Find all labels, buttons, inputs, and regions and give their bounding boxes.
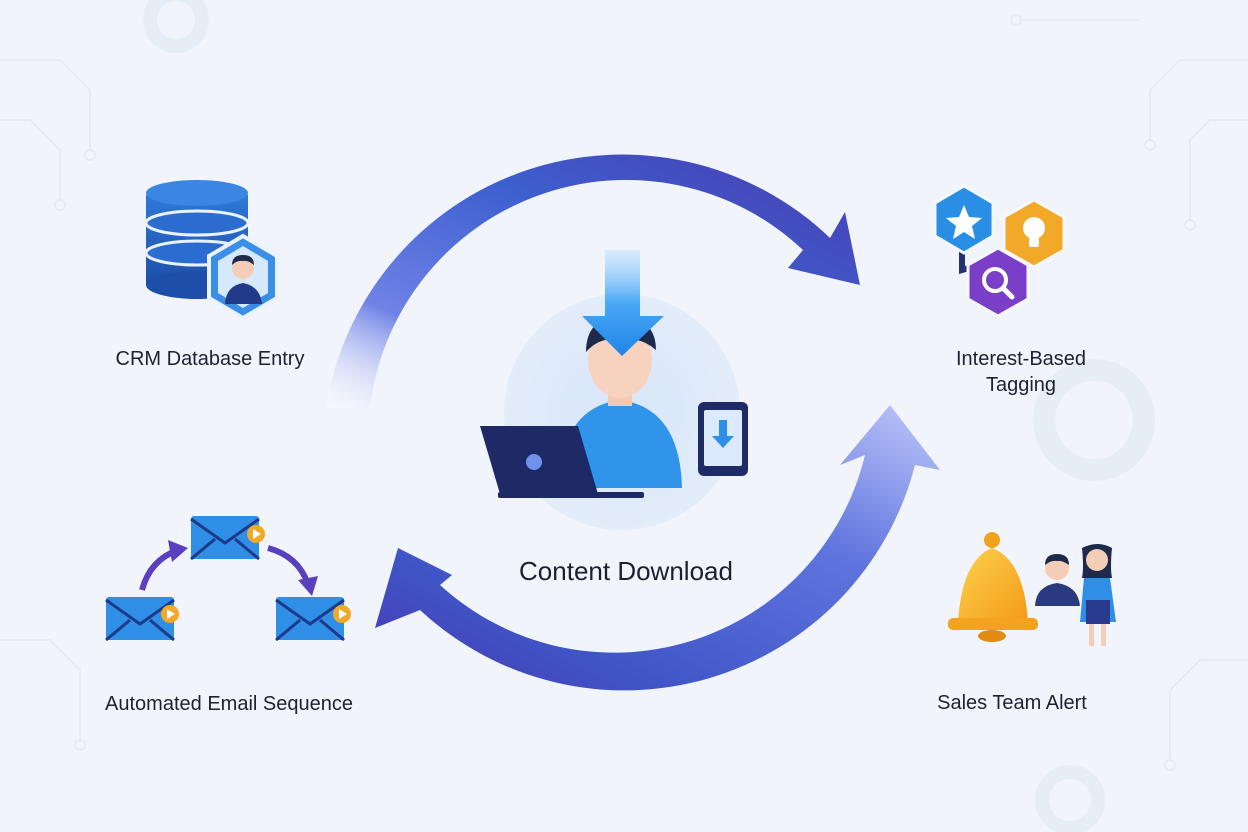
email-icon xyxy=(105,597,179,642)
step-label-crm: CRM Database Entry xyxy=(115,348,305,370)
circuit-lines-icon xyxy=(0,14,1248,771)
step-label-email: Automated Email Sequence xyxy=(105,693,353,715)
gear-icon xyxy=(143,0,209,53)
bell-icon xyxy=(948,532,1038,642)
gear-icon xyxy=(1035,765,1105,832)
center-label: Content Download xyxy=(519,556,733,586)
email-icon xyxy=(275,597,351,642)
bottom-cycle-arrow xyxy=(375,405,940,691)
bell-team-icon xyxy=(948,532,1116,646)
database-user-icon xyxy=(144,180,279,321)
center-content-download xyxy=(480,250,748,530)
team-woman-icon xyxy=(1080,544,1116,646)
sequence-arrow-icon xyxy=(267,545,311,586)
tablet-download-icon xyxy=(698,402,748,476)
top-cycle-arrow xyxy=(326,154,860,408)
cycle-arrows xyxy=(326,154,940,691)
download-arrow-icon xyxy=(582,250,664,356)
step-label-alert: Sales Team Alert xyxy=(937,692,1087,714)
step-label-tagging: Interest-Based Tagging xyxy=(955,348,1087,396)
team-man-icon xyxy=(1035,554,1080,606)
laptop-icon xyxy=(480,426,644,498)
email-sequence-icon xyxy=(105,516,351,642)
email-icon xyxy=(190,516,265,561)
gear-icon xyxy=(1033,359,1155,481)
tag-hexagons-icon xyxy=(933,184,1066,318)
